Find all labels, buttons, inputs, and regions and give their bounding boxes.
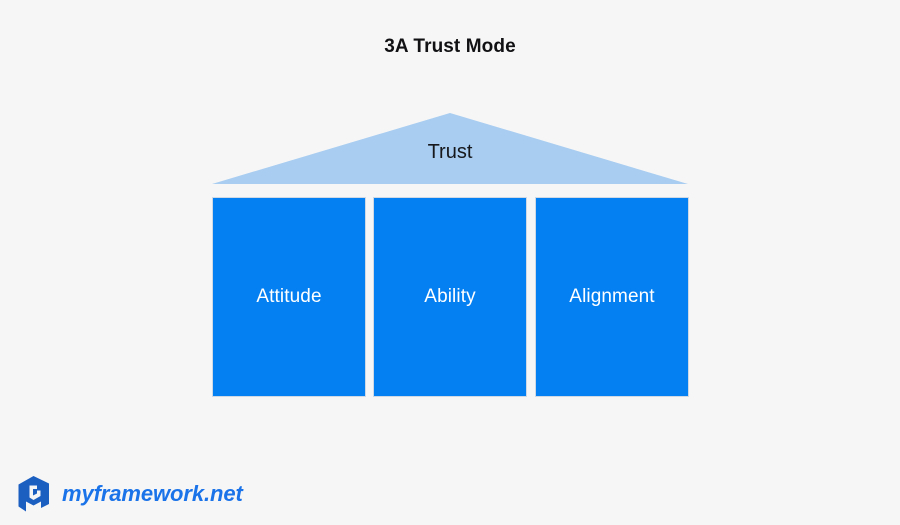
pillar-attitude-label: Attitude [256,286,322,307]
brand-name-label: myframework.net [62,481,243,506]
footer-brand[interactable]: myframework.net [16,474,243,514]
trust-model-diagram: Trust Attitude Ability Alignment [212,113,689,397]
cube-logo-icon [18,476,49,512]
pillar-ability-label: Ability [424,286,476,307]
pillar-ability[interactable]: Ability [373,197,527,397]
roof-triangle-shape [212,113,688,184]
pillar-alignment[interactable]: Alignment [535,197,689,397]
pillar-alignment-label: Alignment [569,286,655,307]
page-title: 3A Trust Mode [384,36,516,57]
pillar-attitude[interactable]: Attitude [212,197,366,397]
